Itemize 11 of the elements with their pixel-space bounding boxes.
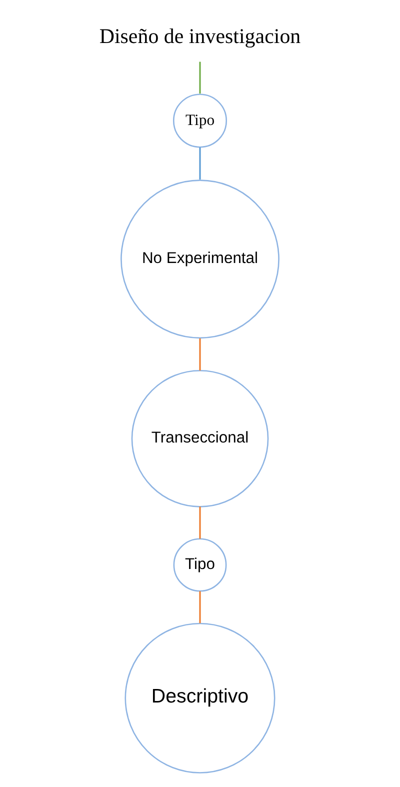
node-circle: Tipo — [173, 538, 227, 592]
connector — [199, 338, 201, 370]
node-circle: Transeccional — [131, 370, 269, 508]
node-circle: No Experimental — [120, 180, 280, 339]
node-circle: Tipo — [172, 94, 228, 148]
node-text: Diseño de investigacion — [99, 24, 301, 48]
connector — [199, 62, 201, 94]
node-circle: Descriptivo — [124, 622, 276, 774]
connector — [199, 506, 201, 539]
connector — [199, 147, 201, 180]
connector — [199, 591, 201, 624]
